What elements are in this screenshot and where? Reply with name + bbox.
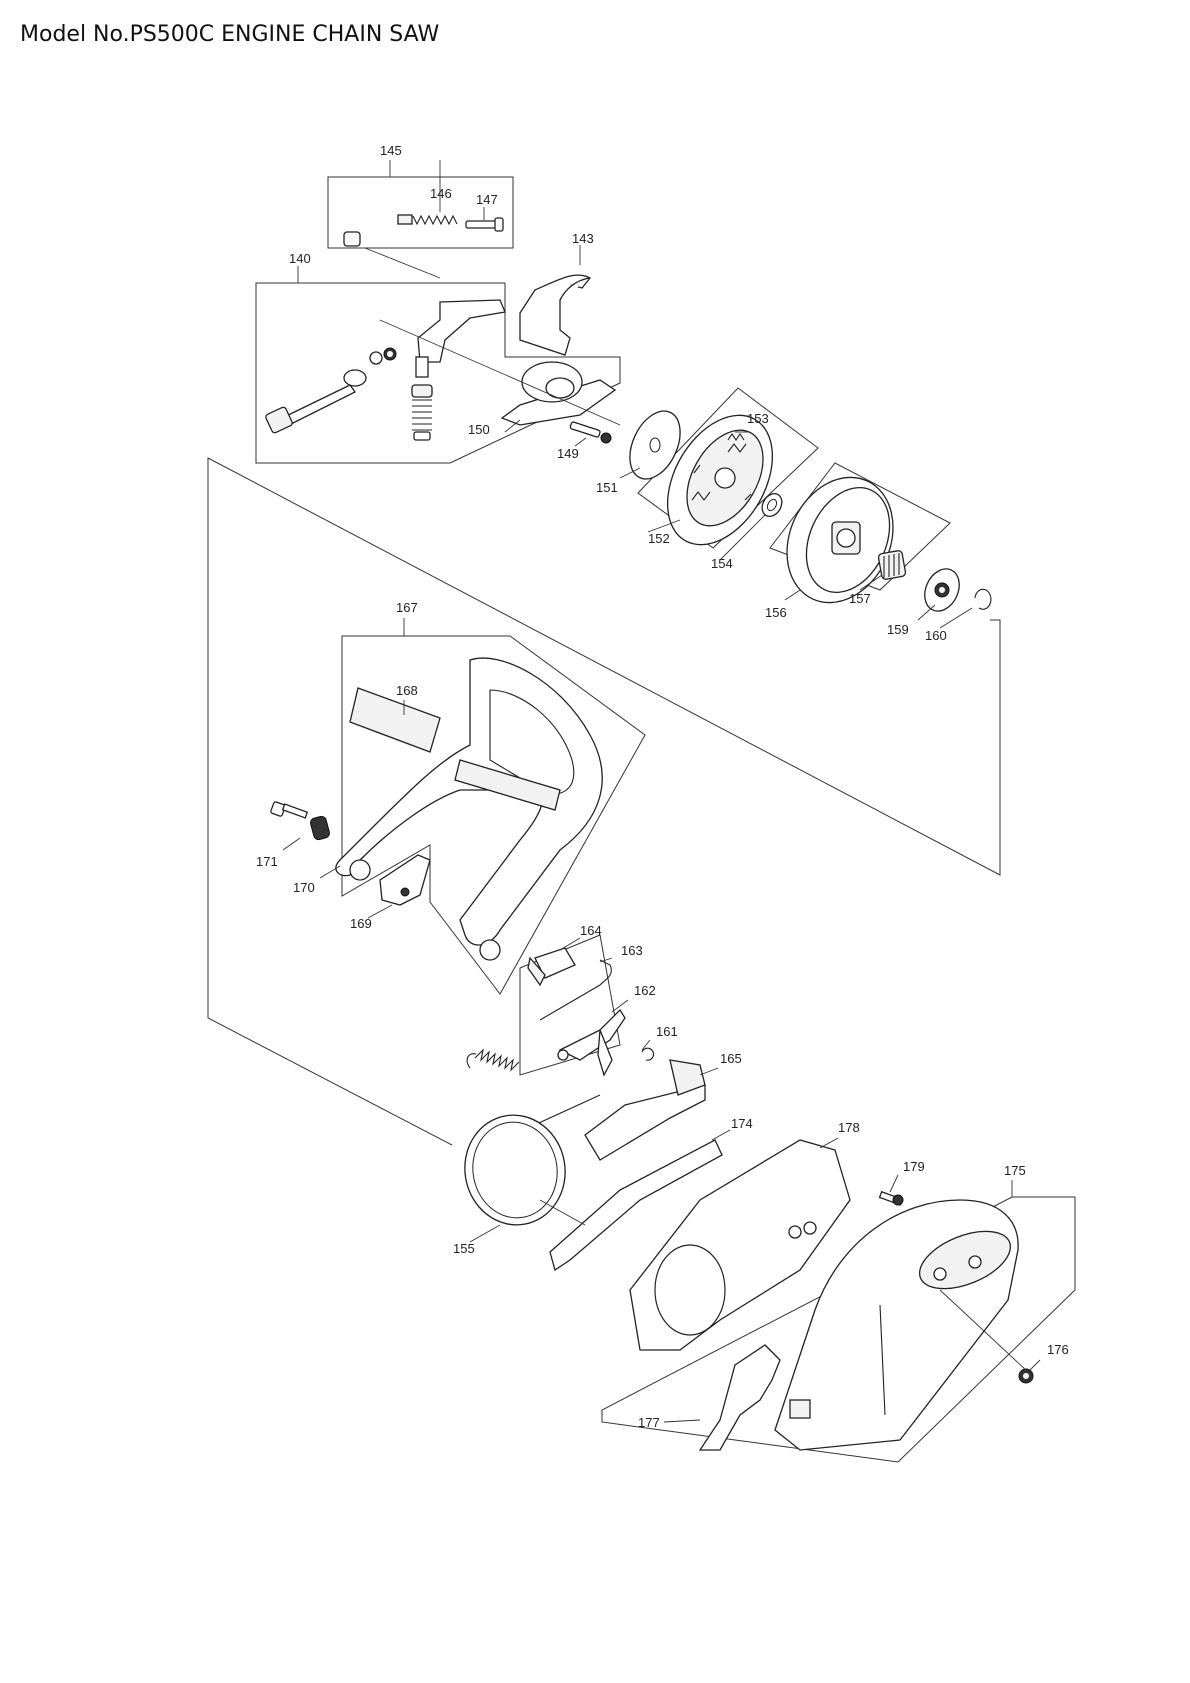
label-146: 146 — [430, 186, 452, 201]
part-155-brake-band — [464, 1094, 601, 1226]
part-162-lever — [557, 1008, 626, 1077]
part-169-mount — [379, 854, 431, 906]
part-170-damper — [310, 815, 330, 841]
label-167: 167 — [396, 600, 418, 615]
label-174: 174 — [731, 1116, 753, 1131]
label-149: 149 — [557, 446, 579, 461]
label-159: 159 — [887, 622, 909, 637]
label-169: 169 — [350, 916, 372, 931]
label-175: 175 — [1004, 1163, 1026, 1178]
part-177-chain-brake-lever — [698, 1344, 781, 1451]
part-175-sprocket-cover — [774, 1199, 1019, 1451]
group-box-175 — [601, 1180, 1076, 1463]
page-title: Model No.PS500C ENGINE CHAIN SAW — [20, 22, 440, 47]
label-156: 156 — [765, 605, 787, 620]
part-154-washer — [761, 493, 783, 517]
label-154: 154 — [711, 556, 733, 571]
group-box-145 — [327, 160, 514, 249]
part-159-washer — [924, 568, 960, 612]
label-168: 168 — [396, 683, 418, 698]
group-box-140 — [255, 266, 621, 464]
part-152-clutch — [666, 414, 774, 546]
group-box-162 — [519, 934, 621, 1076]
part-161-ring — [641, 1047, 655, 1061]
label-155: 155 — [453, 1241, 475, 1256]
part-146-spring — [412, 214, 458, 226]
part-165-bracket — [584, 1059, 706, 1161]
label-177: 177 — [638, 1415, 660, 1430]
label-163: 163 — [621, 943, 643, 958]
leader-lines — [282, 160, 1041, 1423]
part-labels: 140 143 145 146 147 149 150 151 152 153 … — [256, 143, 1069, 1430]
label-152: 152 — [648, 531, 670, 546]
label-162: 162 — [634, 983, 656, 998]
group-box-167 — [341, 618, 646, 995]
label-161: 161 — [656, 1024, 678, 1039]
part-147-pin — [465, 217, 504, 232]
part-140-oil-pump — [265, 299, 506, 441]
part-171-bolt — [270, 801, 309, 819]
label-147: 147 — [476, 192, 498, 207]
label-178: 178 — [838, 1120, 860, 1135]
label-179: 179 — [903, 1159, 925, 1174]
label-157: 157 — [849, 591, 871, 606]
part-168-label — [349, 687, 441, 753]
part-149-screw — [569, 421, 612, 444]
label-170: 170 — [293, 880, 315, 895]
part-178-cover-plate — [629, 1139, 851, 1351]
part-179-screw — [878, 1190, 904, 1206]
label-171: 171 — [256, 854, 278, 869]
part-150-worm — [500, 361, 617, 426]
label-176: 176 — [1047, 1342, 1069, 1357]
part-143-lever — [519, 274, 591, 356]
part-163-spring — [466, 959, 612, 1072]
part-164-block — [527, 947, 576, 987]
label-153: 153 — [747, 411, 769, 426]
part-153-clutch-spring — [727, 433, 745, 441]
part-151-washer — [629, 410, 681, 480]
label-164: 164 — [580, 923, 602, 938]
group-box-main-frame — [207, 457, 1001, 1146]
part-176-nut — [1018, 1368, 1034, 1384]
label-160: 160 — [925, 628, 947, 643]
part-160-e-ring — [974, 588, 992, 610]
part-157-needle-bearing — [877, 550, 907, 580]
part-156-clutch-drum — [786, 476, 894, 604]
label-150: 150 — [468, 422, 490, 437]
label-145: 145 — [380, 143, 402, 158]
label-151: 151 — [596, 480, 618, 495]
part-167-hand-guard — [335, 657, 603, 961]
label-165: 165 — [720, 1051, 742, 1066]
part-174-spacer — [549, 1139, 723, 1272]
label-143: 143 — [572, 231, 594, 246]
label-140: 140 — [289, 251, 311, 266]
part-145-oil-hose — [337, 205, 413, 247]
